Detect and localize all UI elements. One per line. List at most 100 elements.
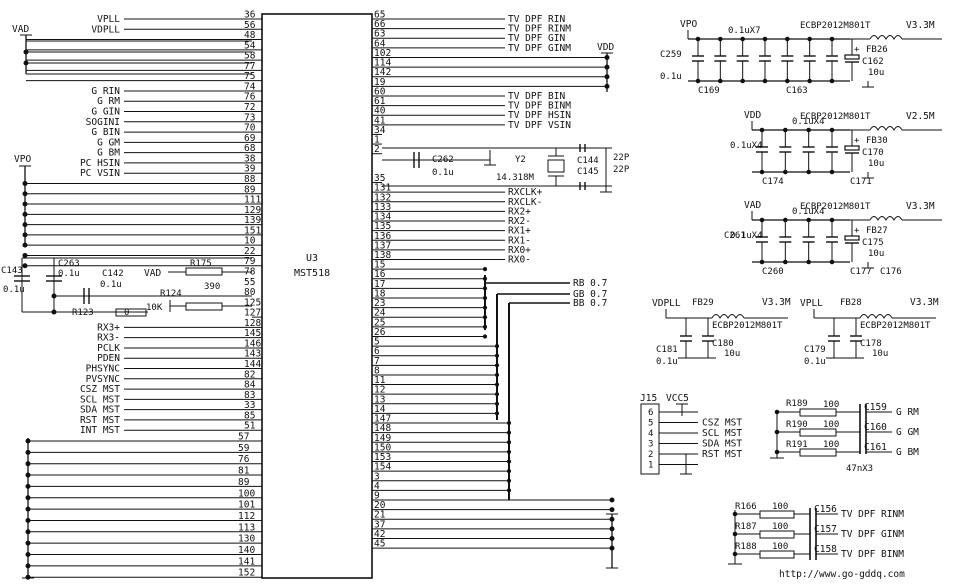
pin-net-label: G GM (97, 137, 120, 148)
pin-number: 114 (374, 58, 391, 69)
chip-pin-right-4: 4 (372, 481, 512, 493)
pin-number: 81 (238, 466, 250, 477)
pll-ferrite-ref: FB28 (840, 298, 862, 308)
pin-number: 130 (238, 534, 255, 545)
chip-pin-right-20: 20 (372, 500, 615, 513)
right-bottom-rail (606, 513, 618, 569)
block-cap-bottom-a: C174 (762, 177, 784, 187)
chip-pin-left-48: 48 (26, 30, 262, 41)
pll-rail-label: VDPLL (652, 298, 681, 309)
tv-cap-ref: C157 (814, 524, 837, 535)
pin-number: 13 (374, 394, 385, 405)
pin-number: 55 (244, 277, 255, 288)
pin-net-label: G RIN (91, 86, 120, 97)
chip-pin-right-37: 37 (372, 519, 615, 532)
chip-pin-left-151: 151 (22, 225, 262, 238)
chip-pin-left-113: 113 (25, 522, 262, 535)
pin-number: 48 (244, 30, 256, 41)
gm-resistor-ref: R189 (786, 399, 808, 409)
pin-number: 136 (374, 231, 391, 242)
r175-label: R175 (190, 259, 212, 269)
pin-number: 8 (374, 365, 380, 376)
pll-ferrite-part: ECBP2012M801T (860, 321, 931, 331)
pin-number: 34 (374, 125, 386, 136)
bb-bus: RB 0.7 GB 0.7 BB 0.7 (484, 275, 607, 500)
block-tank-value: 10u (868, 159, 884, 169)
pin-net-label: TV DPF GIN (508, 33, 565, 44)
pin-number: 128 (244, 318, 261, 329)
power-block-vdd-1: VDD0.1uX4ECBP2012M801T+C17010uFB30V2.5MC… (730, 110, 942, 187)
pin-net-label: TV DPF BINM (508, 101, 571, 112)
pin-number: 76 (244, 92, 256, 103)
chip-pin-left-77: 77 (26, 61, 262, 72)
j15-pin-net: CSZ MST (702, 418, 742, 429)
gm-resistor-ref: R190 (786, 420, 808, 430)
chip-pin-left-145: 145 RX3- (97, 328, 262, 344)
power-block-vad-2: VAD0.1uX4ECBP2012M801T+C17510uFB27V3.3MC… (724, 200, 942, 277)
c144-label: C144 (577, 156, 599, 166)
pin-net-label: CSZ MST (80, 384, 120, 395)
block-ferrite-part: ECBP2012M801T (800, 112, 871, 122)
pin-number: 146 (244, 338, 261, 349)
pin-net-label: RXCLK- (508, 197, 542, 208)
pin-number: 57 (238, 432, 249, 443)
c143-value: 0.1u (3, 285, 25, 295)
pin-number: 1 (374, 135, 380, 146)
chip-pin-right-23: 23 (372, 298, 488, 310)
left-bottom-rail (22, 438, 34, 579)
pin-number: 72 (244, 102, 255, 113)
chip-pin-right-35: 35 (372, 173, 385, 184)
vad-rail-label: VAD (12, 24, 29, 35)
chip-pin-right-34: 34 (372, 125, 386, 136)
pll-out-label: V3.3M (910, 297, 939, 308)
pin-number: 83 (244, 390, 255, 401)
pin-number: 79 (244, 256, 256, 267)
tv-resistor-value: 100 (772, 542, 788, 552)
chip-pin-left-58: 58 (26, 51, 262, 62)
vdd-rail: VDD (597, 42, 614, 92)
pin-number: 7 (374, 356, 380, 367)
tv-net-label: TV DPF GINM (841, 529, 904, 540)
gm-resistor-value: 100 (823, 420, 839, 430)
pin-number: 18 (374, 288, 386, 299)
crystal-section: C262 0.1u Y2 14.318M C144 22P C145 22P (382, 144, 630, 193)
chip-pin-left-101: 101 (25, 500, 262, 512)
block-tank-value: 10u (868, 68, 884, 78)
block-cap-bottom-a: C169 (698, 86, 720, 96)
pin-net-label: TV DPF BIN (508, 91, 565, 102)
c262-label: C262 (432, 155, 454, 165)
pin-net-label: TV DPF VSIN (508, 120, 571, 131)
pin-number: 149 (374, 433, 391, 444)
chip-pin-right-26: 26 (372, 327, 488, 339)
pin-net-label: G BIN (91, 127, 120, 138)
pin-number: 102 (374, 48, 391, 59)
tv-net-label: TV DPF BINM (841, 549, 904, 560)
pin-net-label: PC VSIN (80, 168, 120, 179)
chip-pin-left-75: 75 (26, 71, 262, 82)
j15-pin-6: 6 (648, 408, 698, 418)
pin-number: 33 (244, 400, 255, 411)
pin-number: 73 (244, 112, 255, 123)
pin-number: 145 (244, 328, 261, 339)
tv-resistor-ref: R166 (735, 502, 757, 512)
j15-pin-net: RST MST (702, 449, 742, 460)
pin-net-label: TV DPF HSIN (508, 110, 571, 121)
watermark: http://www.go-gddq.com (779, 569, 905, 580)
chip-pin-left-100: 100 (25, 488, 262, 501)
pin-net-label: RX3- (97, 333, 120, 344)
chip-pin-right-6: 6 (372, 346, 500, 358)
block-out-label: V3.3M (906, 201, 935, 212)
vdd-rail-label: VDD (597, 42, 614, 53)
c145-value: 22P (613, 165, 630, 175)
